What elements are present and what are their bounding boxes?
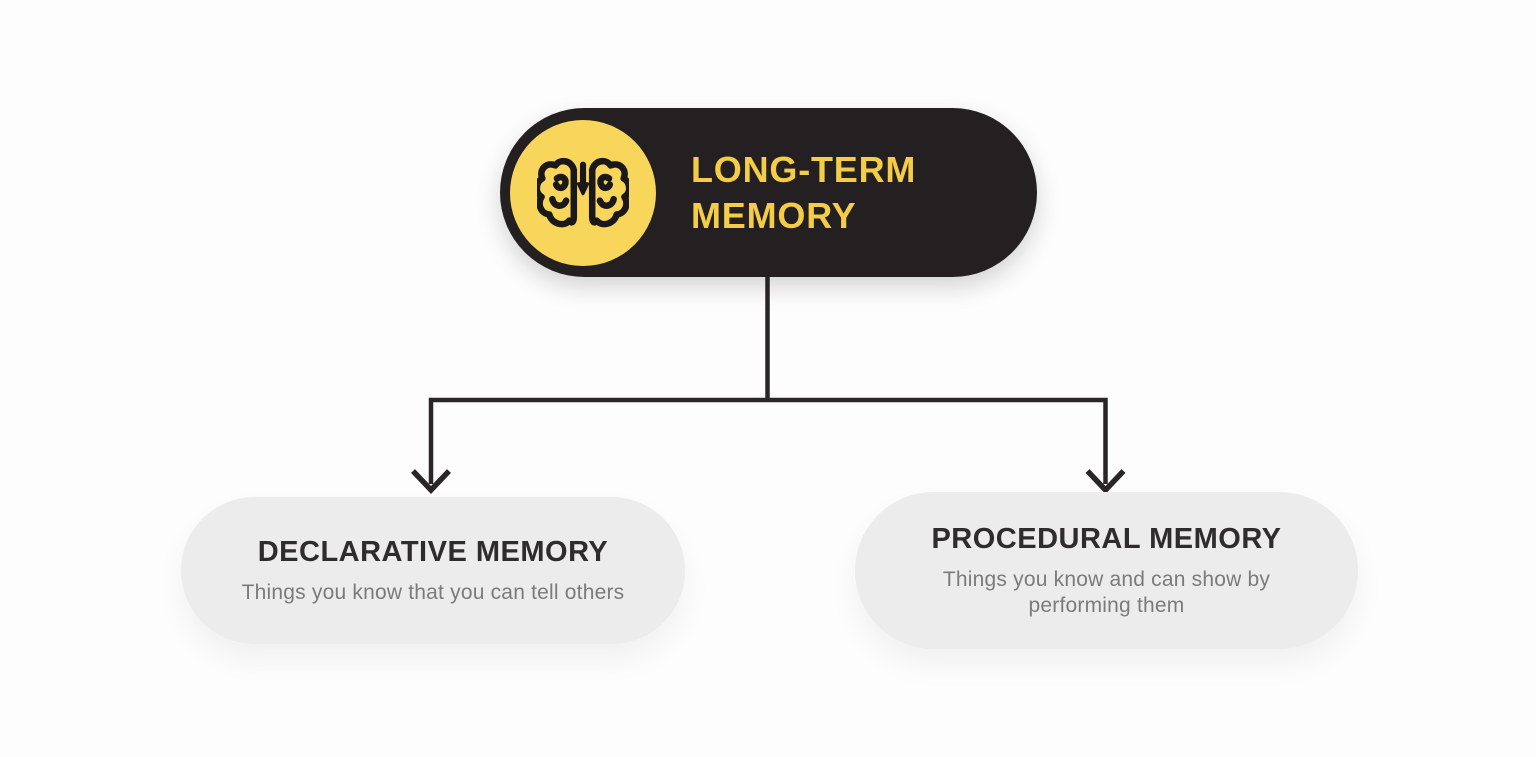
- brain-icon: [537, 157, 629, 227]
- node-declarative-memory: DECLARATIVE MEMORY Things you know that …: [181, 497, 685, 644]
- declarative-memory-title: DECLARATIVE MEMORY: [257, 535, 609, 568]
- node-procedural-memory: PROCEDURAL MEMORY Things you know and ca…: [855, 492, 1358, 649]
- arrowhead-left-icon: [411, 469, 451, 494]
- procedural-memory-description: Things you know and can show by performi…: [942, 568, 1271, 617]
- node-long-term-memory: LONG-TERM MEMORY: [500, 108, 1037, 277]
- declarative-memory-description: Things you know that you can tell others: [241, 580, 625, 604]
- root-title: LONG-TERM MEMORY: [691, 148, 917, 236]
- connector-branch: [428, 397, 1108, 484]
- arrowhead-right-icon: [1085, 469, 1126, 494]
- brain-icon-badge: [510, 119, 656, 266]
- procedural-memory-title: PROCEDURAL MEMORY: [931, 522, 1282, 555]
